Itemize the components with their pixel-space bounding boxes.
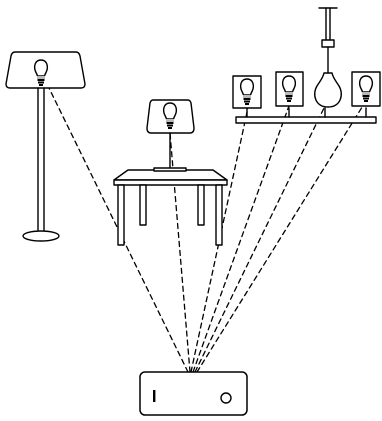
connection-chandelier-bulb-3	[194, 107, 325, 373]
chandelier-icon	[232, 7, 381, 124]
chandelier-collar	[321, 39, 335, 48]
chandelier-arm	[235, 116, 377, 124]
table-lamp-base	[153, 167, 187, 172]
floor-lamp-icon	[5, 51, 86, 242]
switch-on-mark	[153, 390, 156, 402]
table-leg-front-right	[215, 184, 223, 246]
connection-lines	[48, 87, 365, 373]
table-lamp-icon	[146, 99, 195, 172]
table-leg-back-left	[139, 184, 147, 226]
table-leg-front-left	[117, 184, 125, 246]
switch-plate	[139, 371, 248, 416]
floor-lamp-base	[22, 230, 60, 242]
switch-off-mark	[220, 392, 232, 404]
table-icon	[113, 169, 228, 246]
connection-chandelier-bulb-4	[196, 103, 365, 373]
table-apron	[113, 179, 228, 186]
table-leg-back-right	[197, 184, 205, 226]
chandelier-bulb-3-icon	[314, 72, 342, 108]
wall-switch-icon	[139, 371, 248, 416]
connection-chandelier-bulb-2	[192, 102, 291, 373]
